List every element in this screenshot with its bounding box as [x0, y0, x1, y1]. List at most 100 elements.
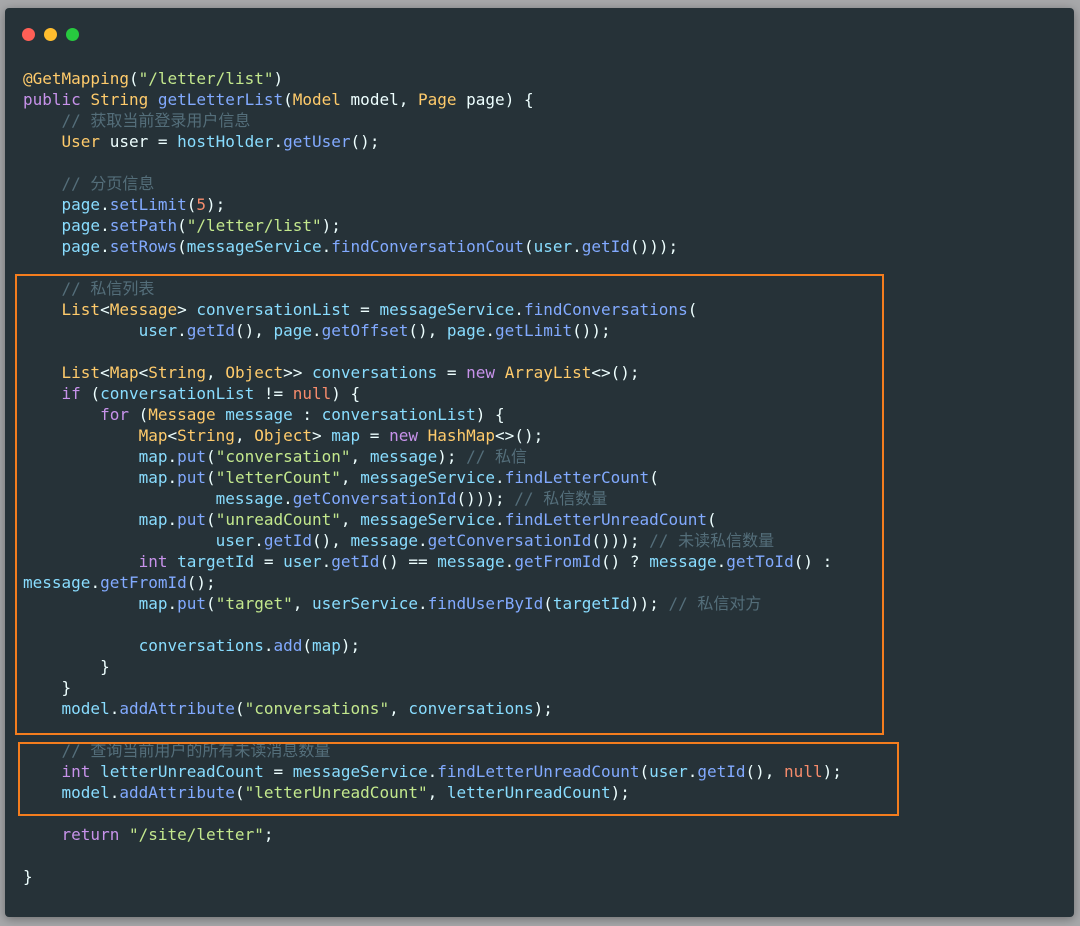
punctuation-token: [23, 279, 62, 298]
punctuation-token: ();: [350, 132, 380, 151]
punctuation-token: >>: [283, 363, 313, 382]
code-line: @GetMapping("/letter/list"): [23, 68, 842, 89]
punctuation-token: <: [100, 300, 110, 319]
function-token: getLimit: [495, 321, 573, 340]
maximize-button[interactable]: [66, 28, 79, 41]
string-token: "/site/letter": [128, 825, 264, 844]
function-token: getLetterList: [157, 90, 284, 109]
punctuation-token: ()));: [591, 531, 650, 550]
punctuation-token: }: [23, 657, 110, 676]
function-token: add: [273, 636, 303, 655]
punctuation-token: [23, 111, 62, 130]
punctuation-token: .: [687, 762, 698, 781]
punctuation-token: [23, 468, 139, 487]
code-line: message.getConversationId())); // 私信数量: [23, 488, 842, 509]
string-token: "target": [215, 594, 293, 613]
code-line: [23, 845, 842, 866]
string-token: "letterCount": [215, 468, 341, 487]
punctuation-token: (),: [312, 531, 351, 550]
code-line: map.put("target", userService.findUserBy…: [23, 593, 842, 614]
punctuation-token: );: [340, 636, 361, 655]
punctuation-token: =: [360, 426, 390, 445]
punctuation-token: .: [417, 531, 428, 550]
punctuation-token: [23, 195, 62, 214]
identifier-token: targetId: [177, 552, 255, 571]
literal-token: 5: [196, 195, 207, 214]
punctuation-token: .: [417, 594, 428, 613]
punctuation-token: page) {: [466, 90, 534, 109]
punctuation-token: [23, 489, 216, 508]
keyword-token: int: [61, 762, 101, 781]
code-line: page.setRows(messageService.findConversa…: [23, 236, 842, 257]
identifier-token: conversationList: [100, 384, 255, 403]
punctuation-token: [23, 531, 216, 550]
punctuation-token: [23, 132, 62, 151]
punctuation-token: .: [495, 510, 505, 529]
punctuation-token: );: [321, 216, 341, 235]
function-token: getId: [263, 531, 312, 550]
comment-token: // 获取当前登录用户信息: [61, 111, 251, 130]
code-line: List<Message> conversationList = message…: [23, 299, 842, 320]
function-token: findLetterUnreadCount: [437, 762, 640, 781]
punctuation-token: ,: [292, 594, 313, 613]
punctuation-token: <: [138, 363, 149, 382]
code-line: user.getId(), message.getConversationId(…: [23, 530, 842, 551]
minimize-button[interactable]: [44, 28, 57, 41]
identifier-token: messageService: [186, 237, 322, 256]
function-token: getConversationId: [292, 489, 457, 508]
punctuation-token: .: [167, 468, 178, 487]
punctuation-token: ,: [206, 363, 226, 382]
punctuation-token: () ==: [379, 552, 438, 571]
function-token: getId: [186, 321, 235, 340]
punctuation-token: [23, 405, 100, 424]
function-token: getToId: [726, 552, 794, 571]
close-button[interactable]: [22, 28, 35, 41]
identifier-token: page: [61, 216, 101, 235]
identifier-token: message: [225, 405, 293, 424]
punctuation-token: }: [23, 867, 33, 886]
punctuation-token: (: [706, 510, 717, 529]
function-token: getOffset: [321, 321, 409, 340]
punctuation-token: .: [254, 531, 264, 550]
identifier-token: message: [649, 552, 717, 571]
punctuation-token: ();: [186, 573, 216, 592]
function-token: getConversationId: [427, 531, 592, 550]
punctuation-token: ,: [427, 783, 447, 802]
function-token: getFromId: [514, 552, 602, 571]
punctuation-token: (: [523, 237, 534, 256]
punctuation-token: =: [263, 762, 293, 781]
punctuation-token: ,: [340, 468, 361, 487]
punctuation-token: =: [350, 300, 380, 319]
code-line: return "/site/letter";: [23, 824, 842, 845]
identifier-token: page: [61, 195, 101, 214]
identifier-token: conversationList: [321, 405, 476, 424]
code-line: page.setLimit(5);: [23, 194, 842, 215]
code-line: // 获取当前登录用户信息: [23, 110, 842, 131]
function-token: getUser: [283, 132, 351, 151]
punctuation-token: .: [273, 132, 284, 151]
string-token: "conversations": [244, 699, 390, 718]
code-window: @GetMapping("/letter/list")public String…: [5, 8, 1074, 917]
punctuation-token: (: [687, 300, 698, 319]
keyword-token: if: [61, 384, 91, 403]
punctuation-token: (),: [745, 762, 785, 781]
punctuation-token: :: [292, 405, 322, 424]
punctuation-token: [23, 825, 62, 844]
comment-token: // 私信对方: [668, 594, 762, 613]
function-token: addAttribute: [119, 699, 235, 718]
punctuation-token: () ?: [601, 552, 650, 571]
code-line: page.setPath("/letter/list");: [23, 215, 842, 236]
punctuation-token: );: [437, 447, 467, 466]
code-line: [23, 719, 842, 740]
identifier-token: targetId: [552, 594, 630, 613]
identifier-token: message: [215, 489, 284, 508]
identifier-token: conversations: [312, 363, 438, 382]
punctuation-token: (: [234, 783, 245, 802]
type-token: String: [148, 363, 207, 382]
identifier-token: messageService: [292, 762, 428, 781]
function-token: findUserById: [427, 594, 544, 613]
identifier-token: user: [215, 531, 255, 550]
identifier-token: message: [369, 447, 438, 466]
type-token: ArrayList: [504, 363, 592, 382]
punctuation-token: .: [312, 321, 322, 340]
